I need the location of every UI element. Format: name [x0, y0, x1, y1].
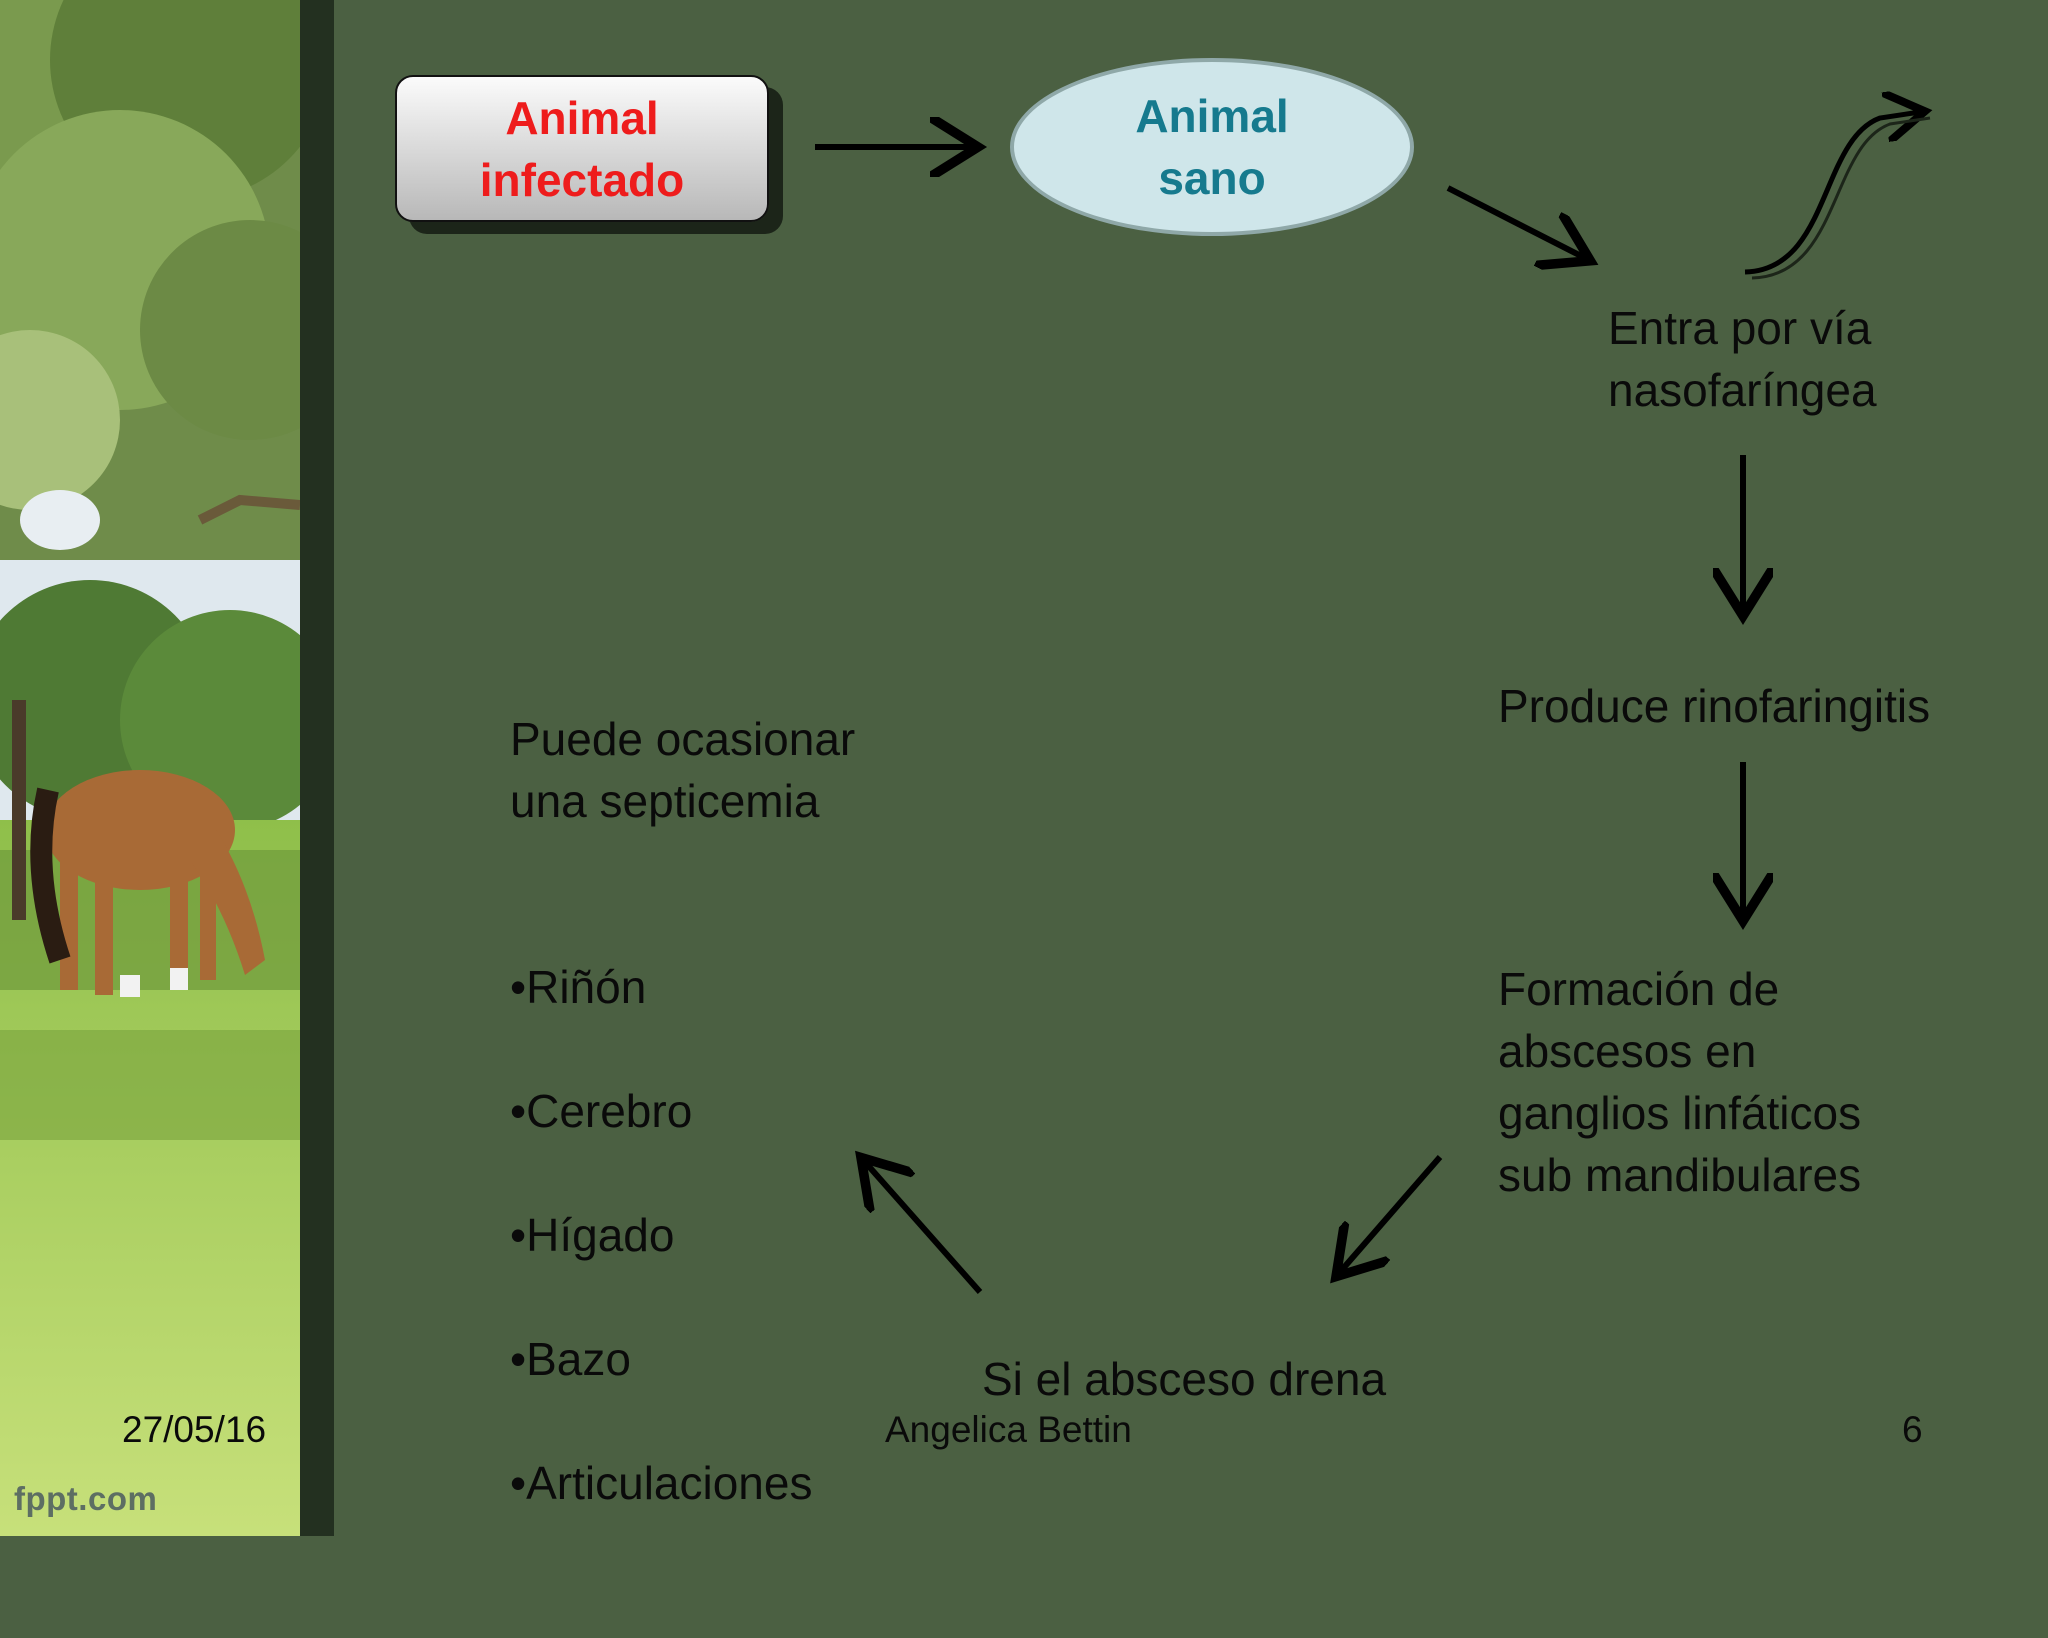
arrow-healthy-to-entry [1446, 185, 1585, 258]
node-rhinopharyngitis: Produce rinofaringitis [1498, 680, 1931, 732]
fppt-logo: fppt.com [14, 1480, 158, 1517]
node-nasopharyngeal-entry: Entra por vía nasofaríngea [1608, 302, 1877, 416]
arrow-drain-to-septicemia [865, 1162, 983, 1294]
flow-arrows [815, 0, 2048, 1294]
organ-item: •Bazo [510, 1333, 631, 1385]
organ-item: •Riñón [510, 961, 647, 1013]
organ-item: •Articulaciones [510, 1457, 813, 1509]
node-septicemia: Puede ocasionar una septicemia •Riñón •C… [510, 646, 855, 1638]
slide-number: 6 [1902, 1409, 1923, 1450]
node-healthy-animal: Animal sano [1010, 58, 1414, 236]
footer-author: Angelica Bettin [885, 1409, 1132, 1450]
septicemia-heading: Puede ocasionar una septicemia [510, 713, 856, 827]
organ-list: •Riñón •Cerebro •Hígado •Bazo •Articulac… [510, 894, 855, 1576]
node-abscess-drains: Si el absceso drena [982, 1353, 1387, 1405]
footer-date: 27/05/16 [122, 1409, 267, 1450]
curved-arrow-icon [1744, 112, 1920, 275]
panel-divider [300, 0, 334, 1536]
horse-photo [0, 0, 300, 1536]
organ-item: •Hígado [510, 1209, 675, 1261]
organ-item: •Cerebro [510, 1085, 693, 1137]
node-infected-animal: Animal infectado [395, 75, 769, 222]
arrow-abscess-to-drain [1340, 1155, 1443, 1272]
node-abscess-formation: Formación de abscesos en ganglios linfát… [1498, 963, 1862, 1201]
